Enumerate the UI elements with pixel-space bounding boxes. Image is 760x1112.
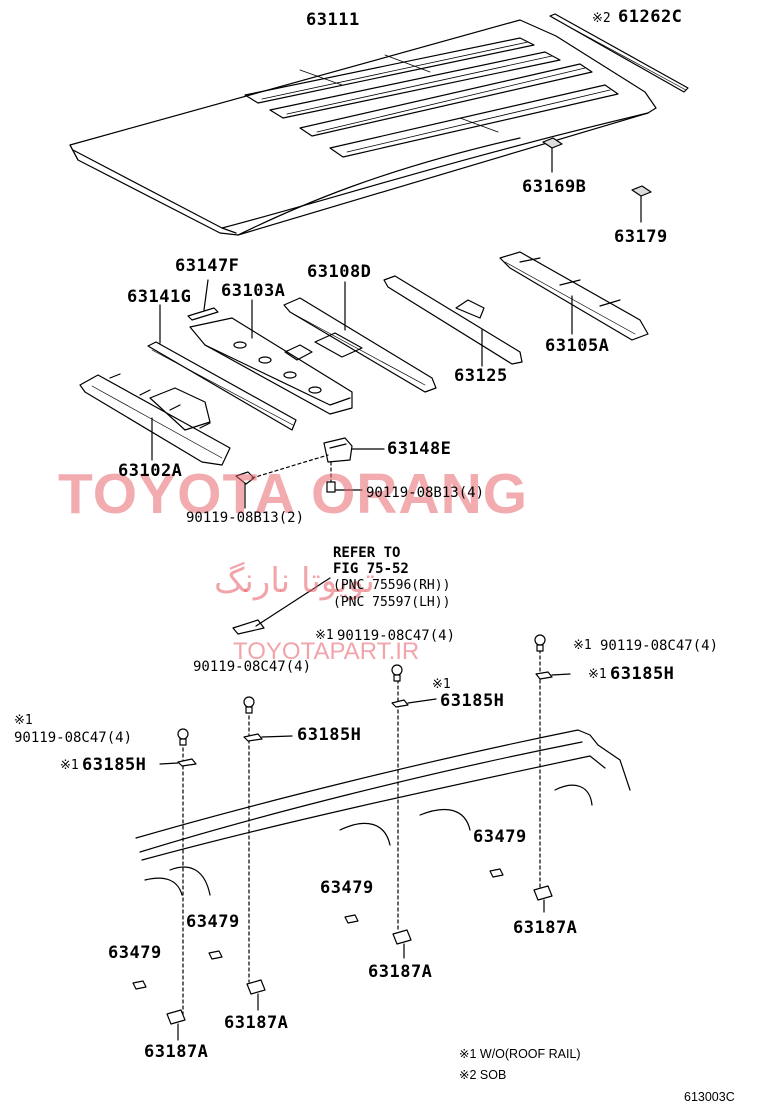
label-63148e: 63148E: [387, 439, 452, 459]
label-63102a: 63102A: [118, 461, 183, 481]
watermark-site: TOYOTAPART.IR: [233, 638, 420, 665]
label-63479-c: 63479: [186, 912, 240, 932]
label-63187a-b: 63187A: [368, 962, 433, 982]
note-2: ※2 SOB: [459, 1068, 507, 1082]
label-c47-mid: 90119-08C47(4): [337, 628, 456, 644]
bracket-63147f: [187, 279, 219, 321]
refer-line-4: (PNC 75597(LH)): [333, 595, 451, 610]
label-63187a-d: 63187A: [144, 1042, 209, 1062]
roof-strip-61262c: [549, 13, 689, 93]
refer-part: [232, 577, 331, 635]
figure-code: 613003C: [684, 1090, 735, 1104]
label-c47-left: 90119-08C47(4): [14, 730, 133, 746]
label-63479-a: 63479: [473, 827, 527, 847]
bolt-group-08b13: [235, 454, 363, 509]
refer-line-3: (PNC 75596(RH)): [333, 578, 451, 593]
fastener-lines: [182, 649, 541, 1015]
label-63187a-a: 63187A: [513, 918, 578, 938]
label-61262c-mark: ※2: [592, 11, 611, 26]
roof-bow-63103a: [189, 299, 353, 415]
mark-63185h-mid: ※1: [432, 677, 451, 692]
mark-63185h-right: ※1: [588, 667, 607, 682]
front-header-63102a: [79, 373, 231, 466]
roof-bow-63105a: [499, 251, 649, 341]
watermark-persian: تویوتا نارنگ: [214, 561, 375, 601]
label-63185h-center: 63185H: [297, 725, 362, 745]
clips: [132, 634, 571, 1041]
label-63108d: 63108D: [307, 262, 372, 282]
mark-c47-mid: ※1: [315, 628, 334, 643]
pad-63169b: [542, 137, 563, 173]
label-63169b: 63169B: [522, 177, 587, 197]
label-63111: 63111: [306, 10, 360, 30]
label-c47-right: 90119-08C47(4): [600, 638, 719, 654]
label-c47-center: 90119-08C47(4): [193, 659, 312, 675]
pad-63179: [631, 185, 652, 223]
label-63185h-left: 63185H: [82, 755, 147, 775]
label-63103a: 63103A: [221, 281, 286, 301]
bracket-63148e: [323, 437, 385, 463]
refer-line-2: FIG 75-52: [333, 561, 409, 577]
roof-bow-63108d: [283, 281, 437, 393]
mark-63185h-left: ※1: [60, 758, 79, 773]
refer-line-1: REFER TO: [333, 545, 401, 561]
label-63185h-mid: 63185H: [440, 691, 505, 711]
label-63141g: 63141G: [127, 287, 192, 307]
label-63185h-right: 63185H: [610, 664, 675, 684]
label-63479-d: 63479: [108, 943, 162, 963]
label-63179: 63179: [614, 227, 668, 247]
roof-rail-63141g: [147, 304, 297, 431]
label-63125: 63125: [454, 366, 508, 386]
label-61262c: 61262C: [618, 7, 683, 27]
mark-c47-right: ※1: [573, 638, 592, 653]
label-63187a-c: 63187A: [224, 1013, 289, 1033]
label-bolt-08b13-2: 90119-08B13(2): [186, 510, 305, 526]
watermark-brand: TOYOTA ORANG: [58, 462, 529, 526]
label-63105a: 63105A: [545, 336, 610, 356]
label-63479-b: 63479: [320, 878, 374, 898]
mark-c47-left: ※1: [14, 713, 33, 728]
roof-panel: [69, 19, 657, 236]
label-bolt-08b13-4: 90119-08B13(4): [366, 485, 485, 501]
roof-bow-63125: [383, 275, 523, 367]
label-63147f: 63147F: [175, 256, 240, 276]
note-1: ※1 W/O(ROOF RAIL): [459, 1047, 581, 1061]
roof-side-body: [135, 729, 631, 896]
